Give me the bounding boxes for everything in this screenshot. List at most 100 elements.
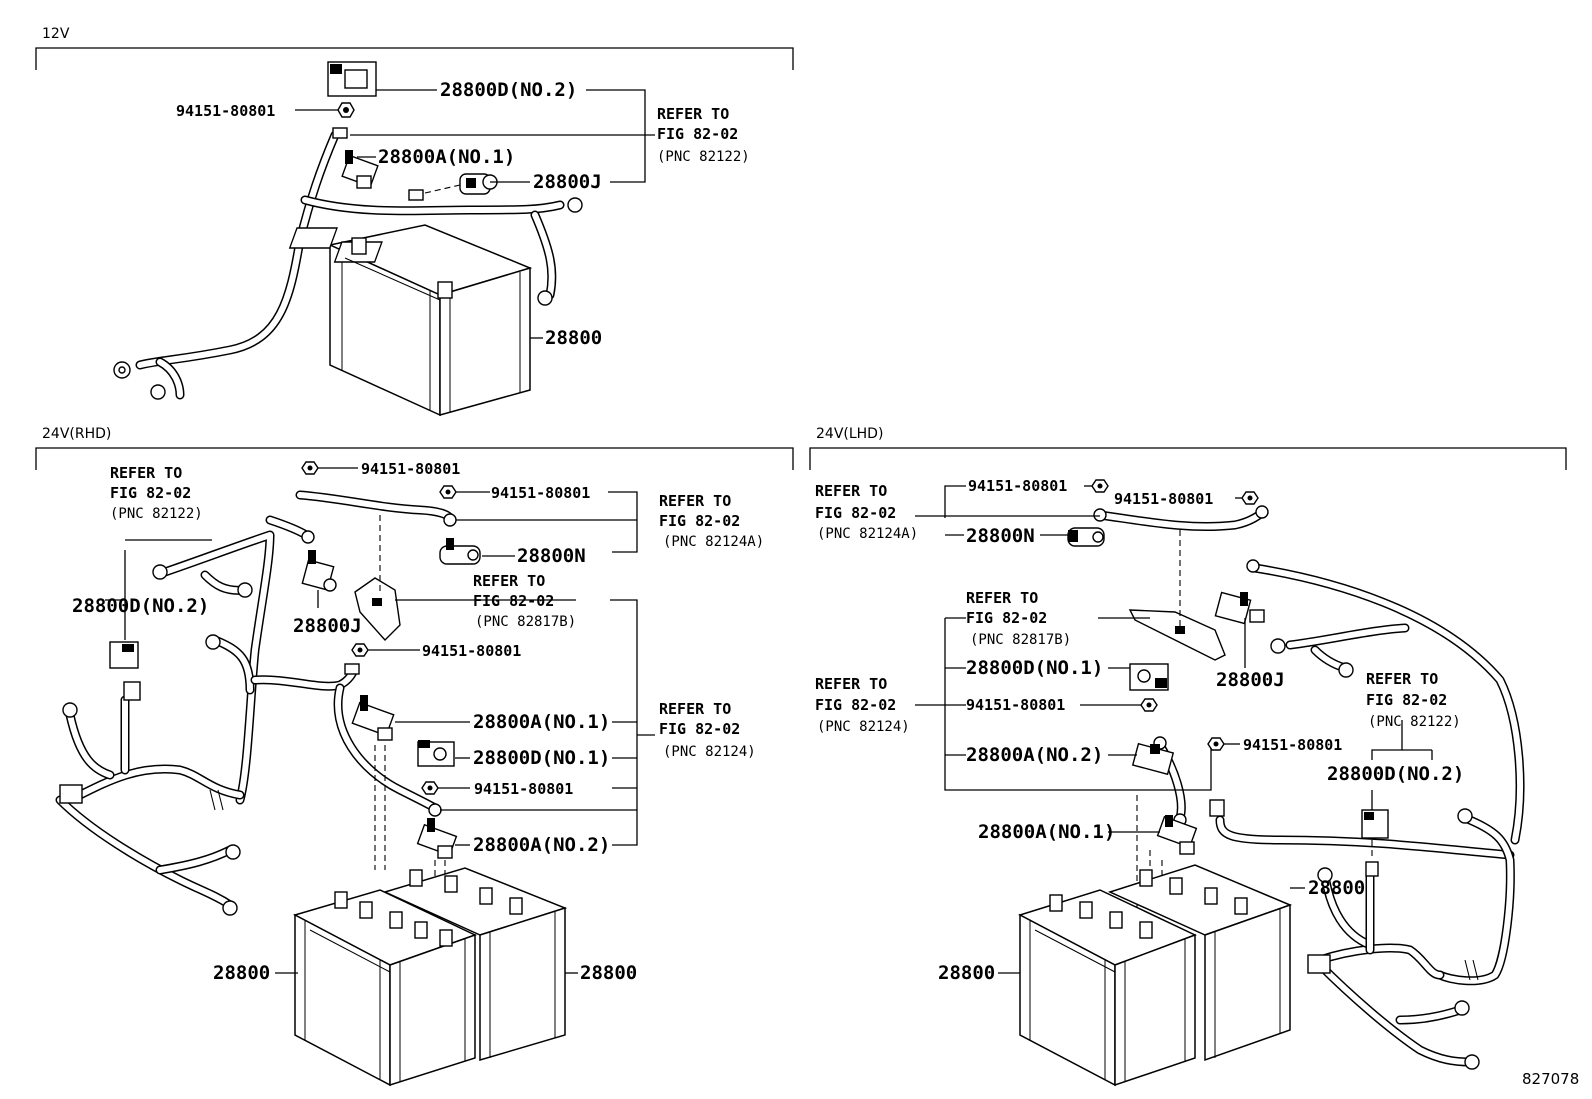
refer-lhd-d-line3: (PNC 82122) [1368, 714, 1461, 730]
cable-harness-12v [113, 127, 583, 400]
label-94151-rhd-b: 94151-80801 [491, 484, 590, 502]
refer-rhd-a-line2: FIG 82-02 [110, 484, 191, 502]
label-28800N-lhd: 28800N [966, 525, 1035, 547]
label-28800-rhd-right: 28800 [580, 962, 637, 984]
relay-28800D-no1-rhd [417, 740, 455, 767]
terminal-28800A-no2-rhd [416, 818, 458, 859]
bracket-82817B-lhd [1128, 609, 1226, 661]
cable-harness-rhd [55, 490, 457, 916]
refer-12v-line2: FIG 82-02 [657, 125, 738, 143]
terminal-28800A-no2-lhd [1131, 742, 1175, 776]
refer-lhd-a-line3: (PNC 82124A) [817, 526, 918, 542]
refer-lhd-b-line2: FIG 82-02 [966, 609, 1047, 627]
terminal-28800A-no1-rhd [351, 695, 395, 741]
battery-28800-rhd-left [293, 889, 477, 1087]
section-title-lhd: 24V(LHD) [816, 426, 883, 442]
refer-lhd-b-line1: REFER TO [966, 589, 1038, 607]
label-28800J-12v: 28800J [533, 171, 602, 193]
battery-28800-12v [288, 224, 533, 417]
label-28800D-no1-rhd: 28800D(NO.1) [473, 747, 610, 769]
label-28800-12v: 28800 [545, 327, 602, 349]
section-bracket-rhd [35, 447, 794, 470]
label-94151-rhd-d: 94151-80801 [474, 780, 573, 798]
refer-rhd-b-line2: FIG 82-02 [659, 512, 740, 530]
label-94151-lhd-b: 94151-80801 [1114, 490, 1213, 508]
label-28800D-no2-lhd: 28800D(NO.2) [1327, 763, 1464, 785]
label-28800J-lhd: 28800J [1216, 669, 1285, 691]
refer-12v-line3: (PNC 82122) [657, 149, 750, 165]
battery-28800-lhd-front [1018, 889, 1197, 1087]
label-28800D-no1-lhd: 28800D(NO.1) [966, 657, 1103, 679]
section-24v-lhd: 24V(LHD) [809, 426, 1567, 1087]
refer-rhd-d-line3: (PNC 82124) [663, 744, 756, 760]
label-28800-lhd-top: 28800 [1308, 877, 1365, 899]
nut-94151-rhd-top [301, 461, 319, 475]
section-24v-rhd: 24V(RHD) [35, 426, 794, 1087]
label-28800A-no1-lhd: 28800A(NO.1) [978, 821, 1115, 843]
label-28800D-no2-rhd: 28800D(NO.2) [72, 595, 209, 617]
refer-lhd-a-line2: FIG 82-02 [815, 504, 896, 522]
refer-lhd-c-line2: FIG 82-02 [815, 696, 896, 714]
nut-94151-rhd-b [439, 485, 457, 499]
terminal-28800N-rhd [439, 538, 481, 565]
label-28800A-no2-lhd: 28800A(NO.2) [966, 744, 1103, 766]
label-28800J-rhd: 28800J [293, 615, 362, 637]
figure-number: 827078 [1522, 1070, 1579, 1088]
refer-lhd-a-line1: REFER TO [815, 482, 887, 500]
nut-94151-rhd-d [421, 781, 439, 795]
section-bracket-lhd [809, 447, 1567, 470]
battery-28800-rhd-right [382, 867, 568, 1062]
relay-28800D-no2-rhd [109, 641, 141, 701]
refer-rhd-c-line1: REFER TO [473, 572, 545, 590]
refer-rhd-c-line3: (PNC 82817B) [475, 614, 576, 630]
label-94151-rhd-top: 94151-80801 [361, 460, 460, 478]
refer-rhd-d-line1: REFER TO [659, 700, 731, 718]
refer-lhd-c-line3: (PNC 82124) [817, 719, 910, 735]
section-bracket-12v [35, 47, 794, 70]
relay-28800D-no2-lhd [1361, 809, 1389, 877]
bracket-82817B-rhd [354, 577, 401, 642]
terminal-28800N-lhd [1067, 527, 1105, 547]
label-94151-rhd-c: 94151-80801 [422, 642, 521, 660]
refer-lhd-d-line1: REFER TO [1366, 670, 1438, 688]
label-28800N-rhd: 28800N [517, 545, 586, 567]
refer-lhd-d-line2: FIG 82-02 [1366, 691, 1447, 709]
label-28800-rhd-left: 28800 [213, 962, 270, 984]
terminal-28800J-12v [408, 173, 498, 201]
nut-94151-12v [337, 102, 355, 118]
refer-lhd-b-line3: (PNC 82817B) [970, 632, 1071, 648]
relay-28800D-no1-lhd [1129, 663, 1169, 691]
nut-94151-lhd-b [1241, 491, 1259, 505]
label-94151-lhd-c: 94151-80801 [966, 696, 1065, 714]
label-94151-12v: 94151-80801 [176, 102, 275, 120]
terminal-28800A-no1-12v [341, 150, 379, 189]
section-12v: 12V [35, 26, 794, 417]
nut-94151-lhd-d [1207, 737, 1225, 751]
label-28800D-no2-12v: 28800D(NO.2) [440, 79, 577, 101]
label-94151-lhd-d: 94151-80801 [1243, 736, 1342, 754]
refer-rhd-b-line1: REFER TO [659, 492, 731, 510]
section-title-12v: 12V [42, 26, 70, 42]
terminal-28800A-no1-lhd [1156, 815, 1198, 855]
terminal-28800J-rhd [301, 550, 337, 592]
label-28800A-no1-12v: 28800A(NO.1) [378, 146, 515, 168]
refer-rhd-c-line2: FIG 82-02 [473, 592, 554, 610]
label-28800-lhd-left: 28800 [938, 962, 995, 984]
label-28800A-no1-rhd: 28800A(NO.1) [473, 711, 610, 733]
refer-rhd-b-line3: (PNC 82124A) [663, 534, 764, 550]
nut-94151-rhd-c [351, 643, 369, 657]
label-28800A-no2-rhd: 28800A(NO.2) [473, 834, 610, 856]
nut-94151-lhd-c [1140, 698, 1158, 712]
refer-12v-line1: REFER TO [657, 105, 729, 123]
refer-rhd-a-line3: (PNC 82122) [110, 506, 203, 522]
battery-28800-lhd-back [1107, 864, 1293, 1062]
nut-94151-lhd-a [1091, 479, 1109, 493]
relay-28800D-no2-12v [327, 61, 377, 97]
label-94151-lhd-a: 94151-80801 [968, 477, 1067, 495]
refer-lhd-c-line1: REFER TO [815, 675, 887, 693]
terminal-28800J-lhd [1214, 591, 1265, 625]
refer-rhd-a-line1: REFER TO [110, 464, 182, 482]
refer-rhd-d-line2: FIG 82-02 [659, 720, 740, 738]
section-title-rhd: 24V(RHD) [42, 426, 111, 442]
